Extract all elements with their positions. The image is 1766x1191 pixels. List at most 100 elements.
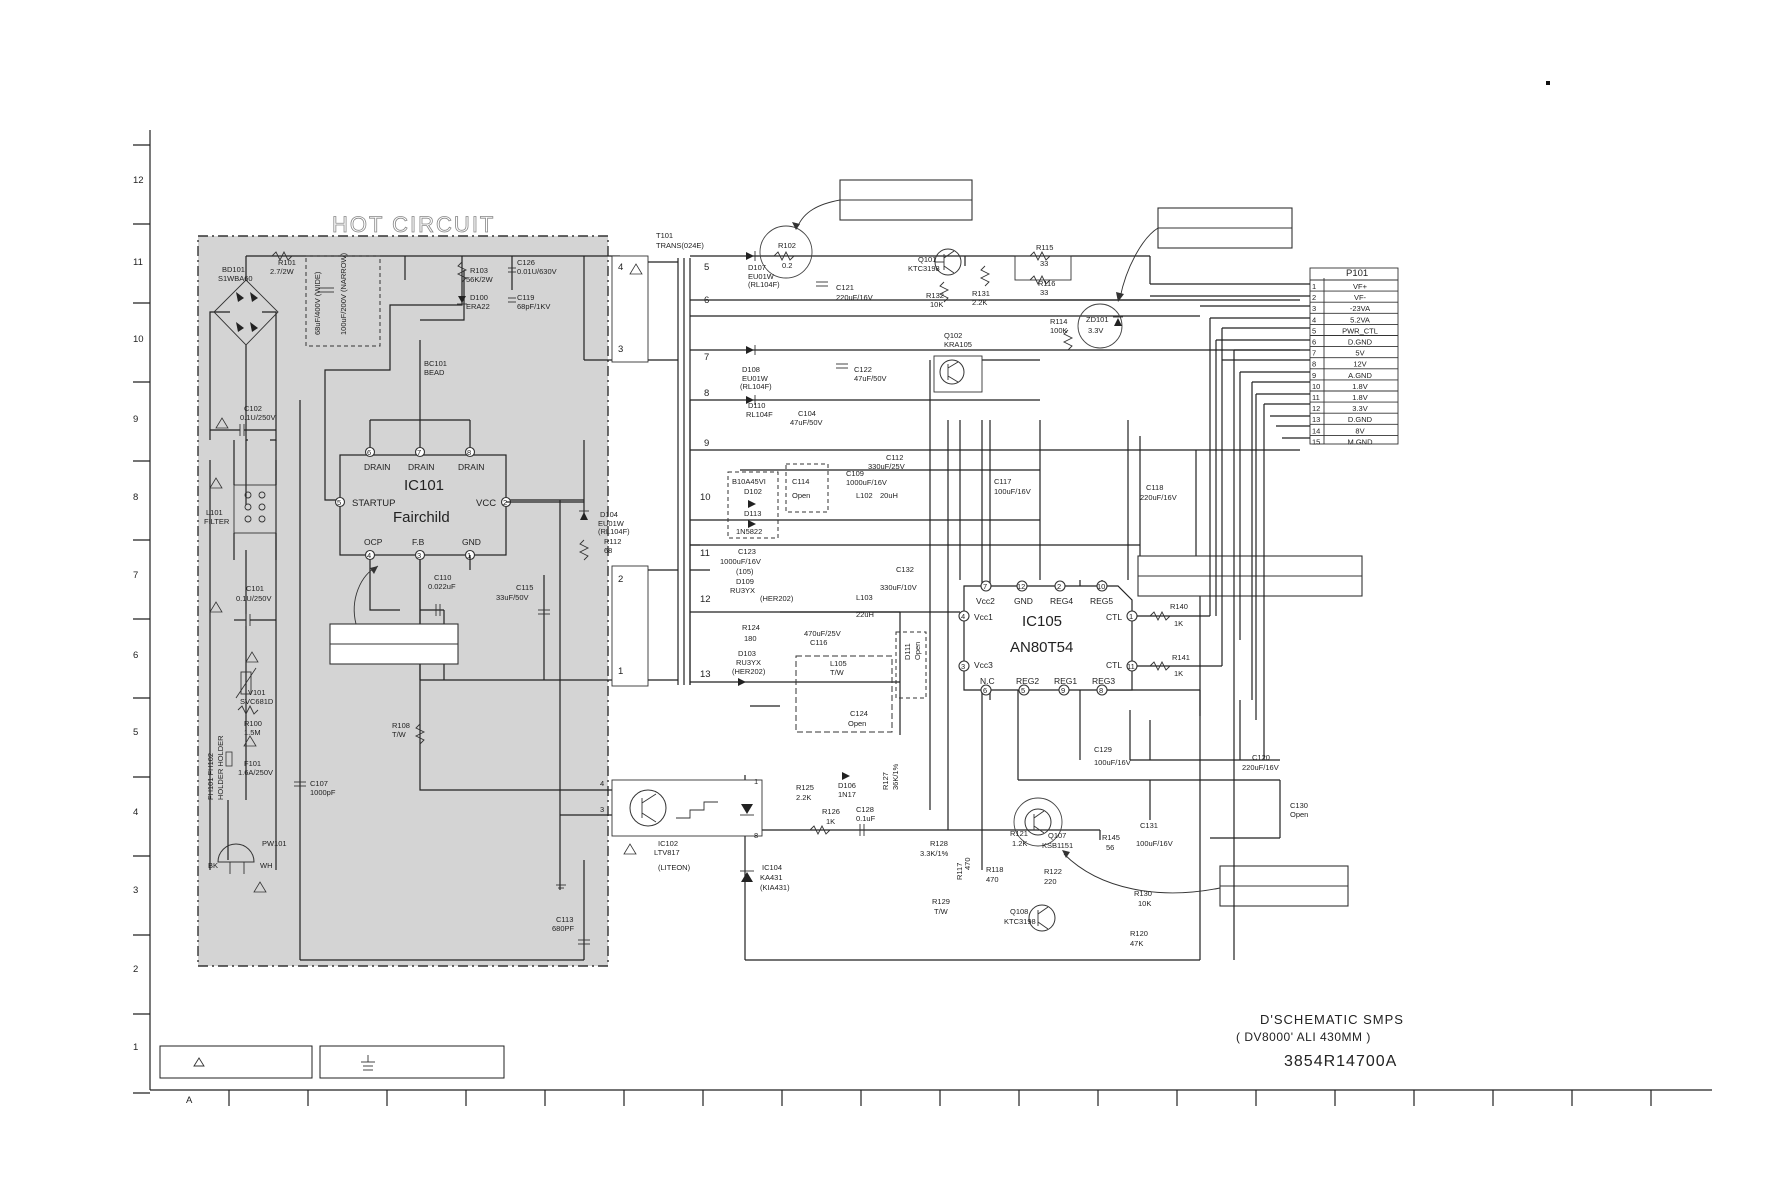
- svg-text:47K: 47K: [1130, 939, 1143, 948]
- svg-text:1: 1: [754, 777, 758, 786]
- svg-text:GND: GND: [1014, 596, 1033, 606]
- svg-text:1.6A/250V: 1.6A/250V: [238, 768, 273, 777]
- svg-text:R100: R100: [244, 719, 262, 728]
- svg-text:N.C: N.C: [980, 676, 995, 686]
- capacitor-c102: C102 0.1U/250V: [210, 404, 276, 436]
- svg-text:Open: Open: [1290, 810, 1308, 819]
- svg-text:4: 4: [367, 551, 371, 560]
- callout-top: [792, 179, 973, 230]
- svg-text:BK: BK: [208, 861, 218, 870]
- svg-text:Open: Open: [913, 642, 922, 660]
- svg-text:KRA105: KRA105: [944, 340, 972, 349]
- capacitor-c107: C107 1000pF: [294, 779, 336, 797]
- corner-marker: [1546, 81, 1550, 85]
- svg-text:33uF/50V: 33uF/50V: [496, 593, 529, 602]
- svg-text:R112: R112: [604, 537, 621, 546]
- svg-text:T/W: T/W: [934, 907, 949, 916]
- svg-text:4: 4: [600, 779, 604, 788]
- svg-text:2.2K: 2.2K: [972, 298, 987, 307]
- svg-text:C120: C120: [1252, 753, 1270, 762]
- svg-text:1: 1: [618, 666, 623, 677]
- svg-text:REG3: REG3: [1092, 676, 1115, 686]
- row-label: 5: [133, 727, 138, 738]
- svg-text:12: 12: [700, 594, 711, 605]
- callout-ic105: [1137, 555, 1363, 597]
- svg-text:R140: R140: [1170, 602, 1188, 611]
- connector-pin-number: 9: [1312, 371, 1316, 380]
- svg-text:9: 9: [704, 438, 709, 449]
- resistors-r132-r131: R132 10K R131 2.2K: [926, 265, 991, 309]
- svg-text:F101: F101: [244, 759, 261, 768]
- svg-text:7: 7: [417, 448, 421, 457]
- svg-text:D113: D113: [744, 509, 761, 518]
- svg-text:D108: D108: [742, 365, 760, 374]
- svg-text:Vcc2: Vcc2: [976, 596, 995, 606]
- resistor-r108: R108 T/W: [392, 721, 426, 745]
- svg-text:4: 4: [961, 612, 965, 621]
- connector-pin-number: 4: [1312, 315, 1316, 324]
- svg-text:R115: R115: [1036, 243, 1053, 252]
- svg-text:56K/2W: 56K/2W: [466, 275, 494, 284]
- svg-text:R108: R108: [392, 721, 410, 730]
- svg-text:13: 13: [700, 669, 711, 680]
- svg-text:R103: R103: [470, 266, 488, 275]
- connector-signal-name: PWR_CTL: [1342, 326, 1378, 335]
- svg-text:C121: C121: [836, 283, 854, 292]
- bridge-rectifier-bd101: BD101 S1WBA60: [213, 265, 279, 346]
- connector-signal-name: M.GND: [1348, 437, 1374, 446]
- svg-text:56: 56: [1106, 843, 1114, 852]
- svg-text:R128: R128: [930, 839, 948, 848]
- svg-text:470uF/25V: 470uF/25V: [804, 629, 841, 638]
- svg-text:KA431: KA431: [760, 873, 783, 882]
- svg-text:STARTUP: STARTUP: [352, 498, 395, 509]
- svg-text:1K: 1K: [1174, 619, 1183, 628]
- svg-text:C113: C113: [556, 915, 573, 924]
- svg-text:330uF/10V: 330uF/10V: [880, 583, 917, 592]
- svg-text:1K: 1K: [826, 817, 835, 826]
- connector-pin-number: 14: [1312, 426, 1320, 435]
- svg-text:DRAIN: DRAIN: [408, 462, 434, 472]
- svg-text:IC105: IC105: [1022, 613, 1062, 630]
- svg-text:L102: L102: [856, 491, 873, 500]
- svg-text:OCP: OCP: [364, 537, 383, 547]
- svg-text:Fairchild: Fairchild: [393, 509, 450, 526]
- svg-text:2: 2: [1057, 582, 1061, 591]
- capacitors-c129-c120-c130: C129 100uF/16V C120 220uF/16V C130 Open: [1094, 745, 1308, 819]
- svg-text:S1WBA60: S1WBA60: [218, 274, 253, 283]
- connector-signal-name: D.GND: [1348, 338, 1373, 347]
- svg-text:(LITEON): (LITEON): [658, 863, 691, 872]
- line-filter-l101: L101 FILTER: [204, 440, 277, 560]
- connector-pin-number: 7: [1312, 349, 1316, 358]
- svg-text:ZD101: ZD101: [1086, 315, 1109, 324]
- svg-text:HOLDER HOLDER: HOLDER HOLDER: [216, 735, 225, 800]
- svg-text:ERA22: ERA22: [466, 302, 490, 311]
- svg-text:C126: C126: [517, 258, 535, 267]
- svg-text:BC101: BC101: [424, 359, 447, 368]
- callout-q107: [1062, 850, 1349, 907]
- svg-text:3.3V: 3.3V: [1088, 326, 1103, 335]
- svg-text:L101: L101: [206, 508, 223, 517]
- svg-text:3.3K/1%: 3.3K/1%: [920, 849, 949, 858]
- svg-text:GND: GND: [462, 537, 481, 547]
- svg-text:C131: C131: [1140, 821, 1158, 830]
- svg-text:C119: C119: [517, 293, 534, 302]
- row-label: 6: [133, 650, 138, 661]
- svg-text:8: 8: [754, 831, 758, 840]
- svg-text:0.1U/250V: 0.1U/250V: [240, 413, 275, 422]
- svg-text:1N17: 1N17: [838, 790, 856, 799]
- svg-text:R121: R121: [1010, 829, 1028, 838]
- connector-pin-number: 3: [1312, 304, 1316, 313]
- svg-text:(105): (105): [736, 567, 754, 576]
- svg-text:3: 3: [961, 662, 965, 671]
- svg-text:Q108: Q108: [1010, 907, 1028, 916]
- svg-text:68pF/1KV: 68pF/1KV: [517, 302, 550, 311]
- svg-text:C115: C115: [516, 583, 533, 592]
- svg-text:3: 3: [618, 344, 623, 355]
- svg-text:BEAD: BEAD: [424, 368, 445, 377]
- connector-wires: [1150, 283, 1310, 960]
- svg-text:10K: 10K: [930, 300, 943, 309]
- row-label: 12: [133, 175, 144, 186]
- svg-text:100uF/16V: 100uF/16V: [994, 487, 1031, 496]
- svg-text:L103: L103: [856, 593, 873, 602]
